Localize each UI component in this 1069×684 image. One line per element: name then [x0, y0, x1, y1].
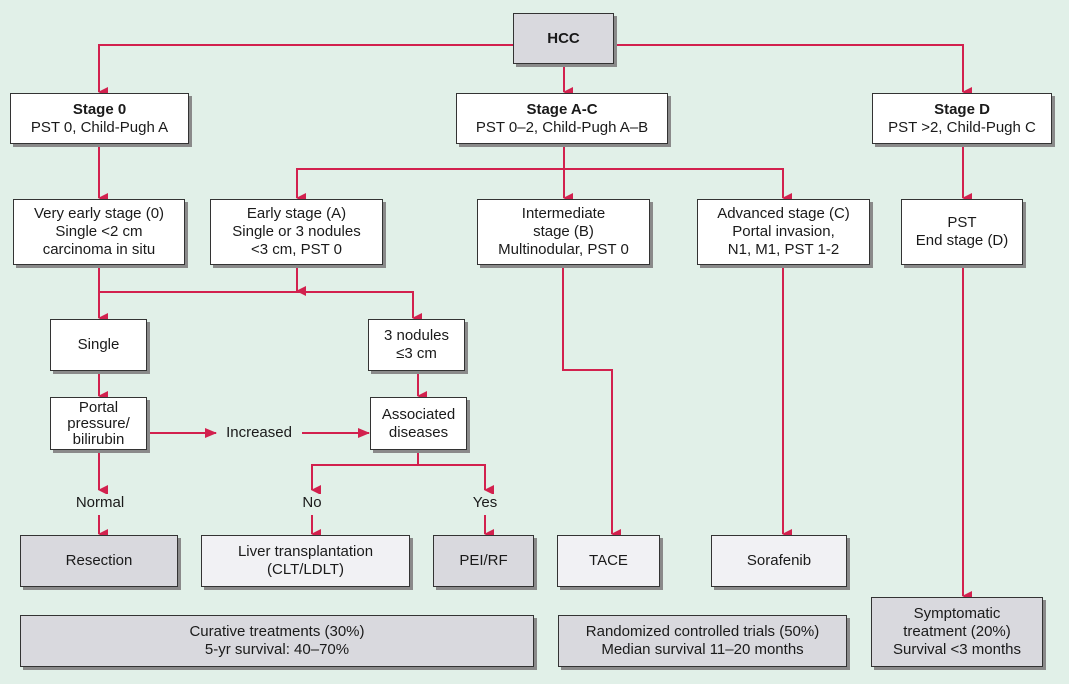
edge-stageAC-advanced	[564, 168, 792, 203]
node-text: Intermediate	[521, 205, 606, 222]
node-early-stage: Early stage (A) Single or 3 nodules <3 c…	[210, 199, 383, 265]
node-text: 5-yr survival: 40–70%	[204, 641, 350, 658]
node-stage-a-c-criteria: PST 0–2, Child-Pugh A–B	[475, 118, 649, 136]
edge-stageAC-early	[296, 168, 564, 203]
node-text: TACE	[589, 552, 628, 569]
edge-intermediate-tace	[562, 266, 621, 539]
node-text: treatment (20%)	[903, 623, 1011, 640]
node-text: 3 nodules	[383, 327, 450, 344]
node-text: Advanced stage (C)	[717, 205, 850, 222]
node-text: Portal invasion,	[732, 223, 835, 240]
edge-label-yes: Yes	[469, 494, 501, 512]
node-text: Portal	[78, 398, 119, 416]
node-text: Sorafenib	[746, 552, 812, 569]
edge-label-increased: Increased	[223, 424, 295, 442]
node-text: ≤3 cm	[396, 345, 437, 362]
node-single: Single	[50, 319, 147, 371]
node-hcc-title: HCC	[547, 29, 580, 47]
node-text: bilirubin	[72, 430, 125, 448]
edge-label-normal: Normal	[72, 494, 128, 512]
node-stage-a-c-title: Stage A-C	[526, 100, 598, 118]
node-text: diseases	[388, 423, 449, 441]
node-text: N1, M1, PST 1-2	[727, 241, 840, 258]
node-text: Multinodular, PST 0	[498, 241, 629, 258]
node-stage-a-c: Stage A-C PST 0–2, Child-Pugh A–B	[456, 93, 668, 144]
node-intermediate-stage: Intermediate stage (B) Multinodular, PST…	[477, 199, 650, 265]
node-text: Median survival 11–20 months	[601, 641, 804, 658]
node-text: Liver transplantation	[237, 543, 374, 560]
node-text: End stage (D)	[915, 232, 1009, 249]
node-stage-0-criteria: PST 0, Child-Pugh A	[30, 118, 169, 136]
edge-label-no: No	[299, 494, 325, 512]
edge-associated-no	[311, 464, 418, 495]
node-text: Resection	[65, 552, 133, 569]
node-associated-diseases: Associated diseases	[370, 397, 467, 450]
node-tace: TACE	[557, 535, 660, 587]
node-end-stage: PST End stage (D)	[901, 199, 1023, 265]
node-text: Symptomatic	[913, 605, 1001, 622]
edge-hcc-stageD	[614, 44, 972, 97]
node-text: Single <2 cm	[55, 223, 143, 240]
node-text: Early stage (A)	[246, 205, 347, 222]
node-advanced-stage: Advanced stage (C) Portal invasion, N1, …	[697, 199, 870, 265]
node-stage-0-title: Stage 0	[72, 100, 127, 118]
node-hcc: HCC	[513, 13, 614, 64]
node-randomized-trials: Randomized controlled trials (50%) Media…	[558, 615, 847, 667]
node-symptomatic-treatment: Symptomatic treatment (20%) Survival <3 …	[871, 597, 1043, 667]
node-text: Curative treatments (30%)	[189, 623, 365, 640]
node-text: Randomized controlled trials (50%)	[585, 623, 820, 640]
edge-merge-line	[99, 291, 422, 323]
node-text: Very early stage (0)	[33, 205, 165, 222]
node-pei-rf: PEI/RF	[433, 535, 534, 587]
edge-hcc-stage0	[98, 44, 513, 97]
node-stage-d-title: Stage D	[934, 100, 990, 118]
node-stage-d: Stage D PST >2, Child-Pugh C	[872, 93, 1052, 144]
node-portal-pressure: Portal pressure/ bilirubin	[50, 397, 147, 450]
node-curative-treatments: Curative treatments (30%) 5-yr survival:…	[20, 615, 534, 667]
node-text: PEI/RF	[459, 552, 508, 569]
node-text: stage (B)	[533, 223, 594, 240]
node-text: PST	[947, 214, 977, 231]
node-three-nodules: 3 nodules ≤3 cm	[368, 319, 465, 371]
node-text: (CLT/LDLT)	[267, 561, 344, 578]
node-text: pressure/	[67, 414, 130, 432]
node-resection: Resection	[20, 535, 178, 587]
node-text: Survival <3 months	[893, 641, 1021, 658]
node-stage-d-criteria: PST >2, Child-Pugh C	[888, 118, 1036, 136]
node-text: <3 cm, PST 0	[250, 241, 342, 258]
node-sorafenib: Sorafenib	[711, 535, 847, 587]
node-text: Associated	[381, 405, 456, 423]
node-stage-0: Stage 0 PST 0, Child-Pugh A	[10, 93, 189, 144]
node-text: Single or 3 nodules	[232, 223, 361, 240]
node-very-early-stage: Very early stage (0) Single <2 cm carcin…	[13, 199, 185, 265]
node-text: Single	[77, 336, 120, 353]
node-text: carcinoma in situ	[42, 241, 156, 258]
edge-associated-yes	[418, 464, 494, 495]
node-liver-transplantation: Liver transplantation (CLT/LDLT)	[201, 535, 410, 587]
